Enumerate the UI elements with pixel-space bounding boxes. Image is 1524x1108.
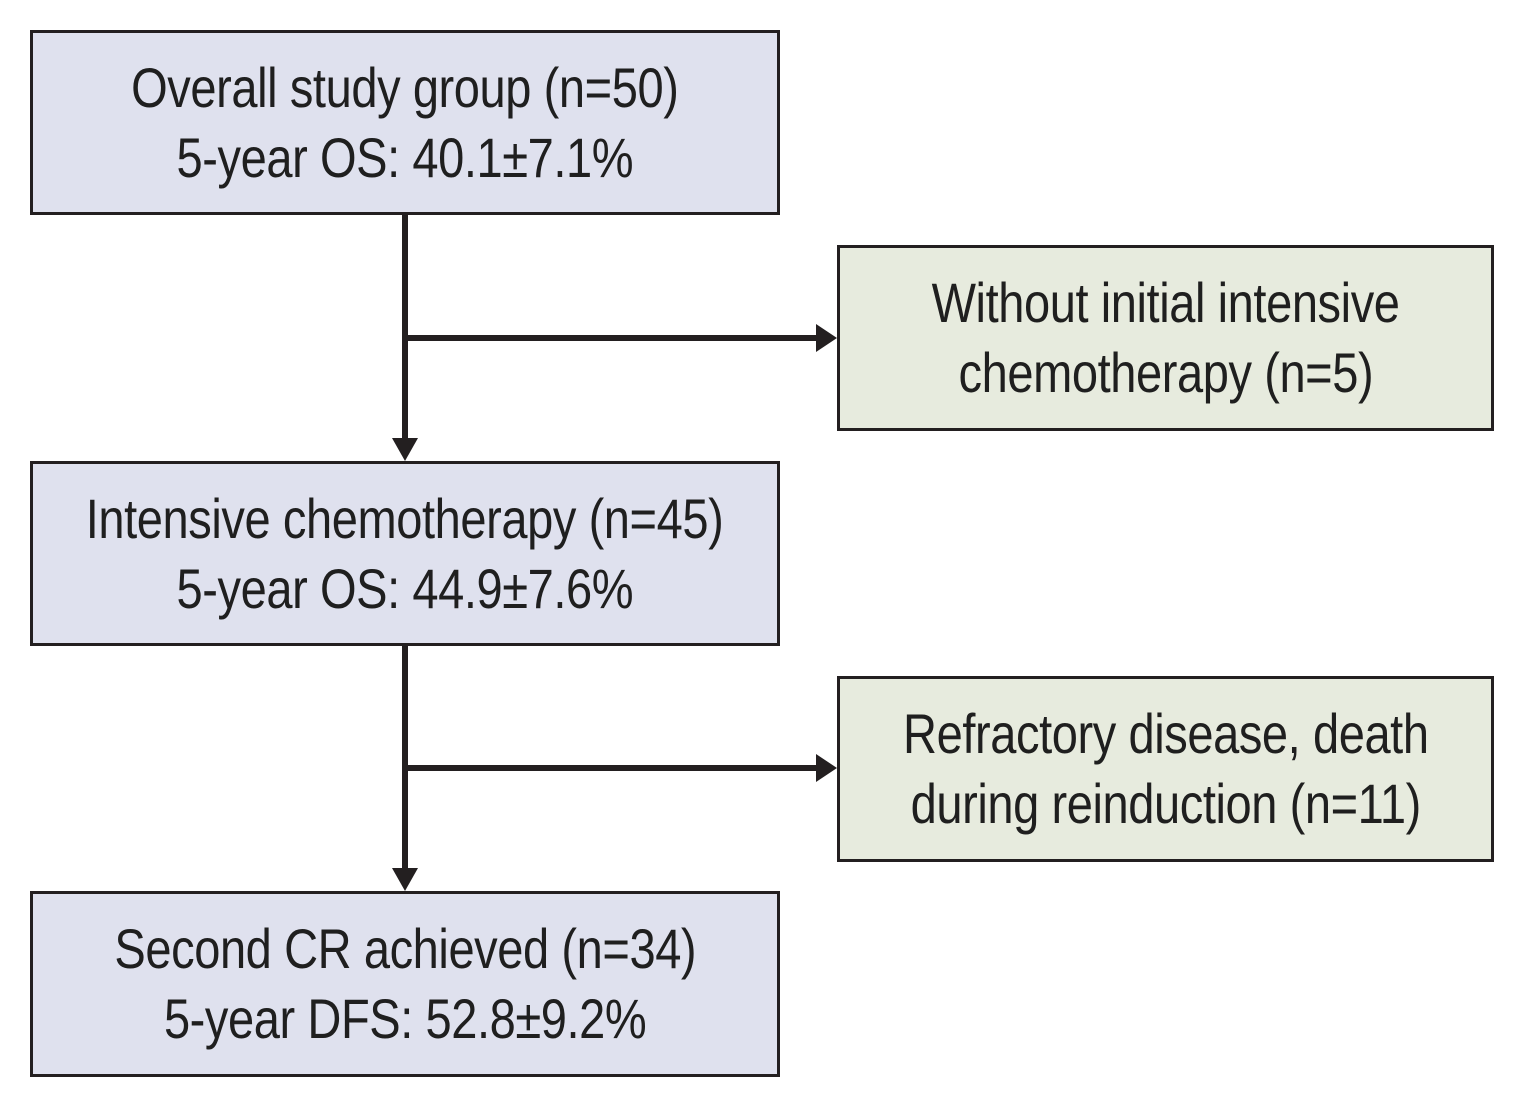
intensive-box-stat: 5-year OS: 44.9±7.6% (176, 556, 634, 620)
second-cr-box-stat: 5-year DFS: 52.8±9.2% (163, 987, 647, 1050)
arrowhead-to-intensive (392, 438, 418, 461)
second-cr-box: Second CR achieved (n=34) 5-year DFS: 52… (30, 891, 780, 1077)
without-box-line1: Without initial intensive (931, 271, 1400, 334)
refractory-box-line2: during reinduction (n=11) (910, 772, 1421, 835)
intensive-box-title: Intensive chemotherapy (n=45) (86, 486, 724, 550)
arrowhead-to-second (392, 868, 418, 891)
without-box-line2: chemotherapy (n=5) (958, 341, 1373, 404)
intensive-chemo-box: Intensive chemotherapy (n=45) 5-year OS:… (30, 461, 780, 646)
arrowhead-to-without (816, 324, 837, 352)
refractory-disease-box: Refractory disease, death during reinduc… (837, 676, 1494, 862)
overall-box-title: Overall study group (n=50) (131, 55, 679, 119)
overall-box-stat: 5-year OS: 40.1±7.1% (176, 125, 634, 189)
overall-study-group-box: Overall study group (n=50) 5-year OS: 40… (30, 30, 780, 215)
refractory-box-line1: Refractory disease, death (902, 702, 1429, 765)
second-cr-box-title: Second CR achieved (n=34) (114, 917, 696, 980)
without-intensive-chemo-box: Without initial intensive chemotherapy (… (837, 245, 1494, 431)
arrowhead-to-refractory (816, 754, 837, 782)
